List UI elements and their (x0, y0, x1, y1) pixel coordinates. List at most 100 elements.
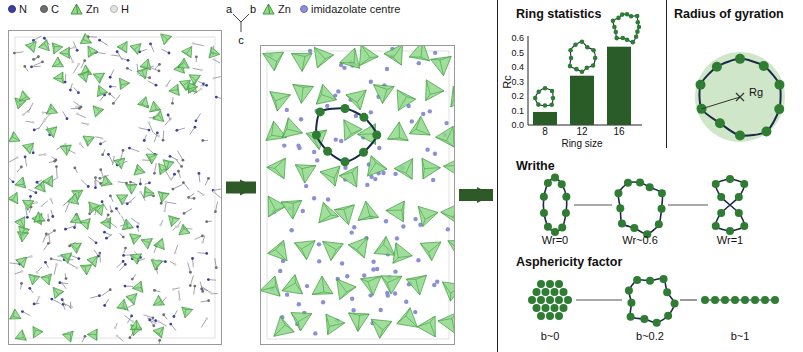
atomistic-structure (83, 75, 87, 83)
coarse-grained-structure (295, 165, 302, 169)
atomistic-structure (158, 115, 163, 122)
radius-of-gyration-figure (761, 127, 771, 137)
atomistic-structure (47, 176, 52, 183)
coarse-grained-structure (418, 206, 425, 219)
atomistic-structure (153, 289, 156, 292)
ring-size-bar-chart (591, 63, 596, 68)
atomistic-structure (122, 228, 127, 230)
atomistic-structure (158, 192, 163, 194)
atomistic-structure (116, 334, 119, 337)
tetrahedron-swatch (263, 4, 274, 14)
axis-triad (241, 22, 242, 32)
ring-size-bar-chart (568, 48, 573, 53)
atomistic-structure (97, 211, 101, 216)
coarse-grained-structure (431, 178, 435, 182)
atomistic-structure (35, 181, 45, 192)
atomistic-structure (153, 301, 161, 305)
coarse-grained-structure (443, 165, 454, 167)
atomistic-structure (179, 228, 184, 234)
atomistic-structure (187, 54, 191, 58)
atomistic-structure (12, 132, 13, 137)
atomistic-structure (50, 104, 51, 108)
legend-item: Zn (70, 3, 99, 15)
atomistic-structure (22, 113, 25, 116)
atomistic-structure (132, 281, 143, 292)
atomistic-structure (207, 278, 210, 281)
atomistic-structure (55, 263, 58, 266)
atomistic-structure (16, 260, 21, 264)
coarse-grained-structure (266, 135, 272, 140)
atomistic-structure (167, 36, 171, 39)
coarse-grained-structure (448, 240, 454, 258)
atomistic-structure (152, 316, 155, 319)
atomistic-structure (101, 218, 111, 229)
coarse-grained-structure (312, 131, 321, 140)
atomistic-structure (41, 204, 44, 207)
coarse-grained-structure (315, 158, 319, 162)
figure-label: Wr=1 (717, 235, 743, 246)
coarse-grained-structure (367, 156, 387, 176)
atomistic-structure (145, 187, 146, 192)
coarse-grained-structure (268, 196, 286, 217)
atomistic-structure (130, 184, 137, 185)
coarse-grained-structure (374, 245, 383, 254)
tetrahedron-swatch (269, 4, 270, 14)
atomistic-structure (210, 292, 213, 295)
coarse-grained-structure (331, 215, 339, 216)
atomistic-structure (113, 95, 120, 104)
atomistic-structure (126, 294, 137, 305)
coarse-grained-structure (319, 202, 339, 222)
coarse-grained-structure (287, 118, 288, 129)
asphericity-figures (533, 304, 541, 312)
atomistic-structure (129, 181, 132, 184)
radius-of-gyration-figure (712, 62, 722, 72)
coarse-grained-structure (441, 203, 454, 224)
atomistic-structure (137, 164, 138, 169)
atomistic-structure (139, 128, 149, 130)
atomistic-structure (201, 319, 207, 328)
coarse-grained-structure (282, 118, 302, 138)
coarse-grained-structure (285, 108, 289, 112)
coarse-grained-structure (441, 212, 453, 217)
coarse-grained-structure (420, 243, 429, 252)
atomistic-structure (145, 192, 154, 193)
asphericity-figures (731, 296, 739, 304)
atomistic-structure (165, 85, 168, 88)
atomistic-structure (146, 154, 157, 164)
atomistic-structure (9, 132, 20, 142)
atomistic-structure (200, 282, 203, 292)
legend-text: Zn (278, 3, 291, 15)
atomistic-structure (65, 277, 68, 280)
radius-of-gyration-figure (735, 131, 745, 141)
coarse-grained-structure (416, 279, 420, 295)
atomistic-structure (91, 209, 92, 213)
atomistic-structure (33, 327, 43, 338)
atomistic-structure (41, 277, 49, 278)
coarse-grained-structure (385, 67, 389, 71)
atomistic-structure (158, 295, 160, 301)
coarse-grained-structure (404, 300, 408, 304)
writhe-figures (540, 173, 748, 238)
coarse-grained-structure (342, 66, 346, 70)
atomistic-structure (39, 40, 50, 51)
atomistic-structure (100, 92, 107, 93)
atomistic-structure (137, 169, 145, 173)
ring-size-bar-chart (533, 96, 538, 101)
atomistic-structure (23, 338, 26, 341)
atomistic-structure (169, 323, 172, 326)
writhe-figures (740, 180, 748, 188)
coarse-grained-structure (275, 158, 286, 168)
atomistic-structure (125, 182, 128, 185)
coarse-grained-structure (268, 210, 275, 217)
atomistic-structure (121, 195, 128, 200)
atomistic-structure (169, 84, 179, 95)
atomistic-structure (130, 255, 138, 259)
atomistic-structure (158, 192, 169, 203)
coarse-grained-structure (433, 152, 437, 156)
atomistic-structure (80, 265, 91, 275)
coarse-grained-structure (270, 92, 291, 111)
coarse-grained-structure (346, 95, 357, 103)
atomistic-structure (149, 154, 157, 157)
coarse-grained-structure (384, 54, 393, 58)
coarse-grained-structure (354, 63, 359, 69)
